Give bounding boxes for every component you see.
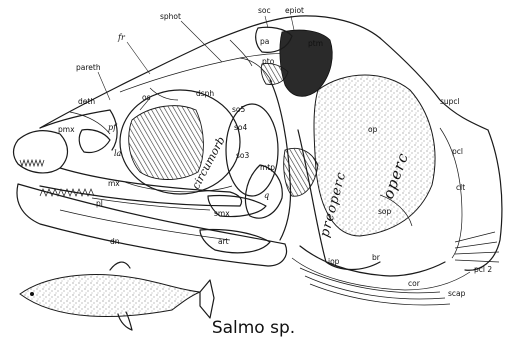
label-soc: soc: [258, 6, 271, 15]
label-pmx: pmx: [58, 125, 75, 134]
label-dn: dn: [110, 237, 120, 246]
label-mx: mx: [108, 179, 120, 188]
label-pareth: pareth: [76, 63, 101, 72]
gill-rays: [300, 232, 499, 305]
label-pcl: pcl: [452, 147, 463, 156]
label-op: op: [368, 125, 378, 134]
label-mtp: mtp: [260, 163, 275, 172]
label-epiot: epiot: [285, 6, 304, 15]
label-pl: pl: [96, 199, 103, 208]
label-art: art: [218, 237, 229, 246]
label-so4: so4: [234, 123, 247, 132]
label-cor: cor: [408, 279, 421, 288]
label-scap: scap: [448, 289, 466, 298]
label-dsph: dsph: [196, 89, 214, 98]
label-q: q: [264, 191, 269, 200]
label-so5: so5: [232, 105, 245, 114]
label-sop: sop: [378, 207, 391, 216]
label-deth: deth: [78, 97, 95, 106]
label-ptm: ptm: [308, 39, 323, 48]
label-smx: smx: [214, 209, 230, 218]
label-clt: clt: [456, 183, 465, 192]
label-supcl: supcl: [440, 97, 460, 106]
opercular-series: [292, 75, 470, 290]
label-iop: iop: [328, 257, 340, 266]
figure-caption: Salmo sp.: [0, 318, 507, 338]
label-la: la: [114, 149, 122, 158]
label-br: br: [372, 253, 381, 262]
label-pcl2: pcl 2: [474, 265, 492, 274]
label-os: os: [142, 93, 151, 102]
label-fr: fr: [117, 33, 126, 42]
label-so3: so3: [236, 151, 249, 160]
label-sphot: sphot: [160, 12, 181, 21]
label-pa: pa: [260, 37, 269, 46]
label-pto: pto: [262, 57, 275, 66]
